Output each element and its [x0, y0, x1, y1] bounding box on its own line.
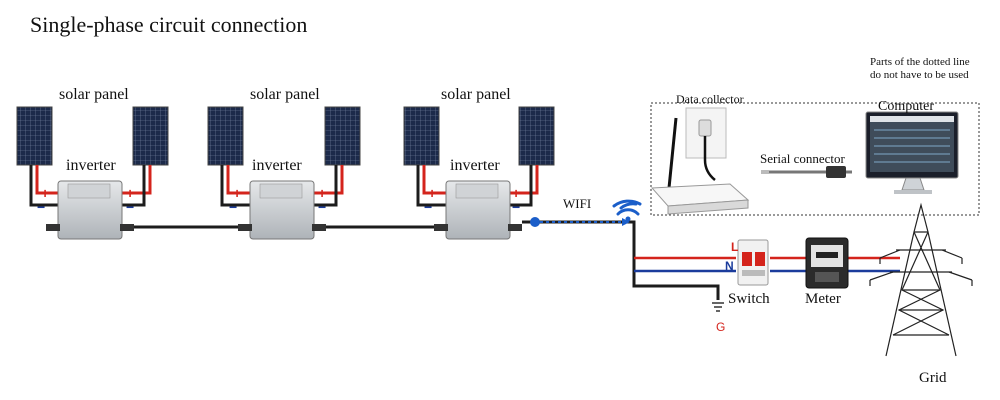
dotted-line-note: Parts of the dotted line do not have to … [870, 56, 970, 82]
solar-panel-group-2 [207, 106, 361, 166]
plus-sign: + [233, 185, 242, 201]
plus-sign: + [318, 185, 327, 201]
ground-label: G [716, 320, 726, 334]
meter-label: Meter [805, 291, 841, 307]
solar-panel-group-1 [16, 106, 169, 166]
minus-sign: − [229, 199, 238, 215]
inverter-2 [238, 180, 326, 240]
neutral-label: N [725, 259, 734, 273]
plus-sign: + [428, 185, 437, 201]
data-collector-label: Data collector [676, 92, 744, 106]
page-title: Single-phase circuit connection [30, 12, 308, 37]
note-line-2: do not have to be used [870, 69, 969, 81]
dc-wires-2 [220, 165, 344, 207]
minus-sign: − [318, 199, 327, 215]
switch-label: Switch [728, 291, 770, 307]
optional-region-border [650, 102, 980, 216]
ac-trunk-cable [134, 220, 720, 300]
computer-device [865, 111, 959, 194]
solar-panel [132, 106, 169, 166]
serial-connector-cable [761, 166, 852, 178]
inverter-label: inverter [450, 157, 500, 174]
wifi-link [530, 217, 630, 227]
inverter-label: inverter [252, 157, 302, 174]
solar-panel [518, 106, 555, 166]
minus-sign: − [424, 199, 433, 215]
inverter-label: inverter [66, 157, 116, 174]
solar-panel [16, 106, 53, 166]
ground-icon [712, 302, 724, 312]
minus-sign: − [126, 199, 135, 215]
live-label: L [731, 240, 739, 254]
switch-device [737, 239, 769, 286]
solar-panel [207, 106, 244, 166]
plus-sign: + [512, 185, 521, 201]
minus-sign: − [512, 199, 521, 215]
wifi-icon [612, 199, 642, 222]
wifi-label: WIFI [563, 196, 592, 211]
minus-sign: − [37, 199, 46, 215]
plus-sign: + [41, 185, 50, 201]
inverter-3 [434, 180, 522, 240]
serial-connector-label: Serial connector [760, 151, 845, 166]
inverter-1 [46, 180, 134, 240]
solar-panel [324, 106, 361, 166]
dc-wires-3 [416, 165, 539, 207]
dc-wires-1 [29, 165, 152, 207]
solar-panel-group-3 [403, 106, 555, 166]
solar-panel-label: solar panel [59, 86, 129, 103]
note-line-1: Parts of the dotted line [870, 56, 970, 68]
solar-panel-label: solar panel [441, 86, 511, 103]
meter-device [805, 237, 849, 289]
grid-tower-icon [869, 202, 973, 357]
solar-panel [403, 106, 440, 166]
computer-label: Computer [878, 99, 934, 114]
data-collector-device [650, 107, 750, 215]
grid-label: Grid [919, 370, 947, 386]
plus-sign: + [126, 185, 135, 201]
solar-panel-label: solar panel [250, 86, 320, 103]
grid-wires [634, 256, 900, 273]
